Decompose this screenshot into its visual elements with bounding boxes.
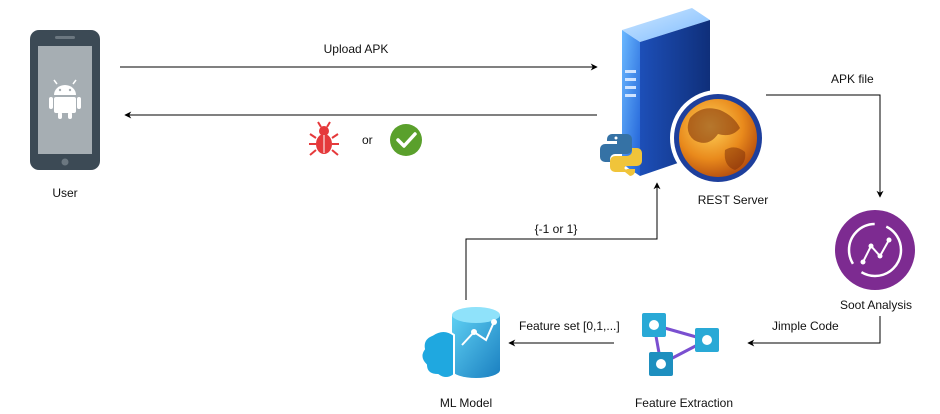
node-label-soot-analysis: Soot Analysis xyxy=(838,298,914,312)
node-label-user: User xyxy=(51,186,79,200)
web-globe-icon xyxy=(670,90,766,186)
android-logo-icon xyxy=(49,79,81,119)
edge-label-jimple-code: Jimple Code xyxy=(771,319,840,333)
edge-prediction xyxy=(465,182,661,300)
feature-extraction-icon xyxy=(642,313,719,376)
edge-label-feature-set: Feature set [0,1,...] xyxy=(518,319,621,333)
edge-label-upload-apk: Upload APK xyxy=(322,42,390,56)
edge-jimple-code xyxy=(747,316,881,347)
android-phone-icon xyxy=(30,30,100,170)
check-icon xyxy=(390,124,422,156)
edge-label-prediction: {-1 or 1} xyxy=(533,222,579,236)
node-label-ml-model: ML Model xyxy=(438,396,494,410)
node-label-feature-extraction: Feature Extraction xyxy=(633,396,735,410)
edge-label-apk-file: APK file xyxy=(830,72,875,86)
soot-analysis-icon xyxy=(835,210,915,290)
edge-apk-file xyxy=(766,94,884,198)
ml-model-icon xyxy=(420,307,500,379)
python-icon xyxy=(600,134,642,176)
result-or-text: or xyxy=(361,133,374,147)
bug-icon xyxy=(309,121,339,156)
node-label-rest-server: REST Server xyxy=(696,193,770,207)
